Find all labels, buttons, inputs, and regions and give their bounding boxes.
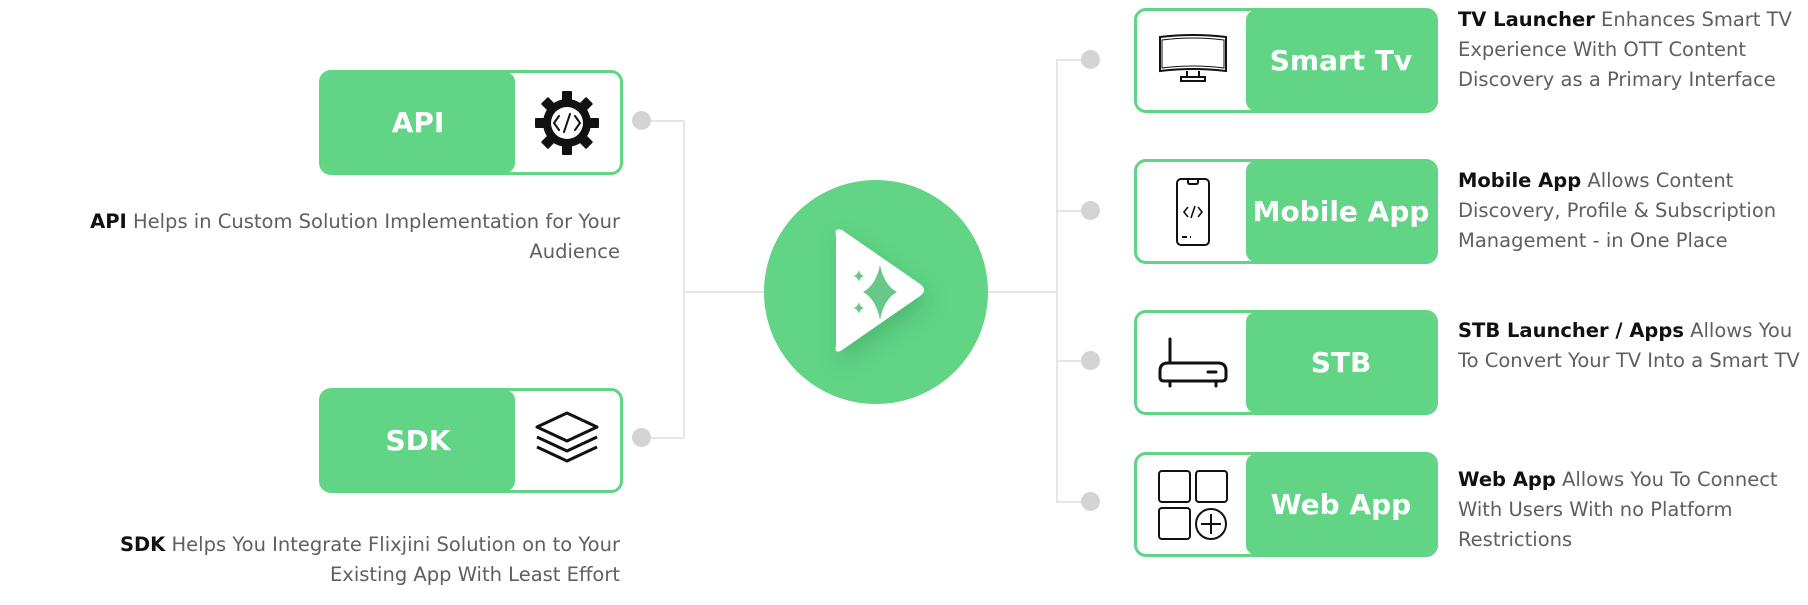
stb-description-title: STB Launcher / Apps: [1458, 319, 1684, 342]
play-sparkle-icon: [835, 229, 924, 352]
card-mobile-app[interactable]: Mobile App: [1134, 159, 1438, 264]
left-connector-hub: [684, 291, 774, 293]
sdk-description: SDK Helps You Integrate Flixjini Solutio…: [119, 533, 620, 586]
web-app-description-title: Web App: [1458, 468, 1556, 491]
card-sdk[interactable]: SDK: [319, 388, 623, 493]
right-connector-web: [1056, 501, 1092, 503]
web-app-description: Web App Allows You To Connect With Users…: [1458, 468, 1778, 551]
sdk-description-title: SDK: [119, 533, 166, 556]
connector-dot-sdk: [632, 428, 651, 447]
api-description: API Helps in Custom Solution Implementat…: [90, 210, 620, 263]
right-connector-mobile: [1056, 210, 1092, 212]
tv-icon: [1159, 33, 1227, 82]
card-api[interactable]: API: [319, 70, 623, 175]
connector-dot-smart-tv: [1081, 50, 1100, 69]
connector-dot-mobile: [1081, 201, 1100, 220]
card-web-app-label: Web App: [1246, 455, 1435, 554]
smart-tv-description-title: TV Launcher: [1458, 8, 1595, 31]
stb-description: STB Launcher / Apps Allows You To Conver…: [1458, 319, 1800, 372]
right-connector-stb: [1056, 360, 1092, 362]
left-connector-vertical: [683, 121, 685, 438]
mobile-app-description-title: Mobile App: [1458, 169, 1582, 192]
right-connector-hub: [980, 291, 1057, 293]
hub-circle: [764, 180, 988, 404]
card-api-label: API: [322, 73, 515, 172]
gear-code-icon: [535, 90, 599, 155]
apps-grid-icon: [1158, 469, 1228, 540]
card-smart-tv-label: Smart Tv: [1246, 11, 1435, 110]
connector-dot-api: [632, 111, 651, 130]
card-sdk-label: SDK: [322, 391, 515, 490]
right-connector-smart-tv: [1056, 59, 1092, 61]
smart-tv-description: TV Launcher Enhances Smart TV Experience…: [1458, 8, 1792, 91]
mobile-code-icon: [1176, 177, 1210, 246]
card-web-app[interactable]: Web App: [1134, 452, 1438, 557]
set-top-box-icon: [1158, 337, 1228, 387]
card-smart-tv[interactable]: Smart Tv: [1134, 8, 1438, 113]
card-stb[interactable]: STB: [1134, 310, 1438, 415]
left-connector-api: [650, 120, 684, 122]
connector-dot-web: [1081, 492, 1100, 511]
card-mobile-app-label: Mobile App: [1246, 162, 1435, 261]
api-description-title: API: [90, 210, 127, 233]
right-connector-vertical: [1056, 60, 1058, 503]
mobile-app-description: Mobile App Allows Content Discovery, Pro…: [1458, 169, 1777, 252]
connector-dot-stb: [1081, 351, 1100, 370]
card-stb-label: STB: [1246, 313, 1435, 412]
layers-icon: [535, 411, 599, 462]
left-connector-sdk: [650, 437, 684, 439]
